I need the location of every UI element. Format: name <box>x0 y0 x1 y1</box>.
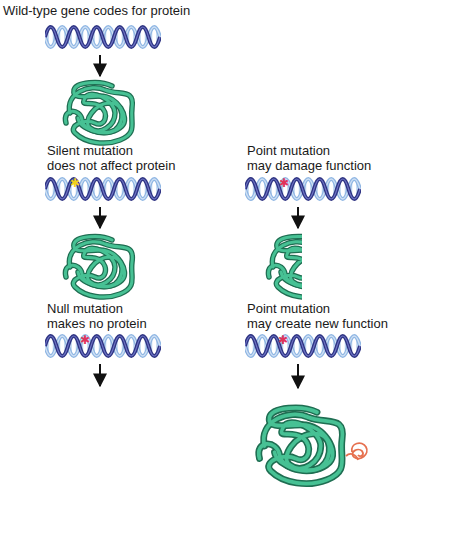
label-line: does not affect protein <box>47 158 175 173</box>
label-line: Wild-type gene codes for protein <box>3 3 190 18</box>
label-line: may damage function <box>247 158 371 173</box>
mutation-star: ✱ <box>279 176 289 190</box>
down-arrow <box>99 55 101 76</box>
new-function-domain <box>346 443 367 460</box>
dna-helix <box>45 336 160 356</box>
mutation-star: ✱ <box>80 333 90 347</box>
protein-blob <box>65 237 132 298</box>
label-line: Null mutation <box>47 301 147 316</box>
caption-label: Null mutation makes no protein <box>47 301 147 331</box>
dna-helix <box>245 336 360 356</box>
caption-label: Point mutation may create new function <box>247 301 388 331</box>
down-arrow <box>99 364 101 386</box>
dna-helix <box>45 179 160 199</box>
down-arrow <box>297 364 299 388</box>
protein-blob <box>65 83 132 144</box>
down-arrow <box>99 207 101 228</box>
label-line: Point mutation <box>247 143 371 158</box>
truncated-protein <box>268 237 302 298</box>
label-line: makes no protein <box>47 316 147 331</box>
label-line: may create new function <box>247 316 388 331</box>
down-arrow <box>297 207 299 228</box>
label-line: Silent mutation <box>47 143 175 158</box>
dna-helix <box>45 27 160 47</box>
label-line: Point mutation <box>247 301 388 316</box>
caption-label: Silent mutation does not affect protein <box>47 143 175 173</box>
protein-blob <box>259 408 343 484</box>
mutation-star: ✱ <box>278 333 288 347</box>
caption-label: Point mutation may damage function <box>247 143 371 173</box>
caption-label: Wild-type gene codes for protein <box>3 3 190 18</box>
dna-helix <box>245 179 360 199</box>
mutation-star: ✱ <box>70 176 80 190</box>
